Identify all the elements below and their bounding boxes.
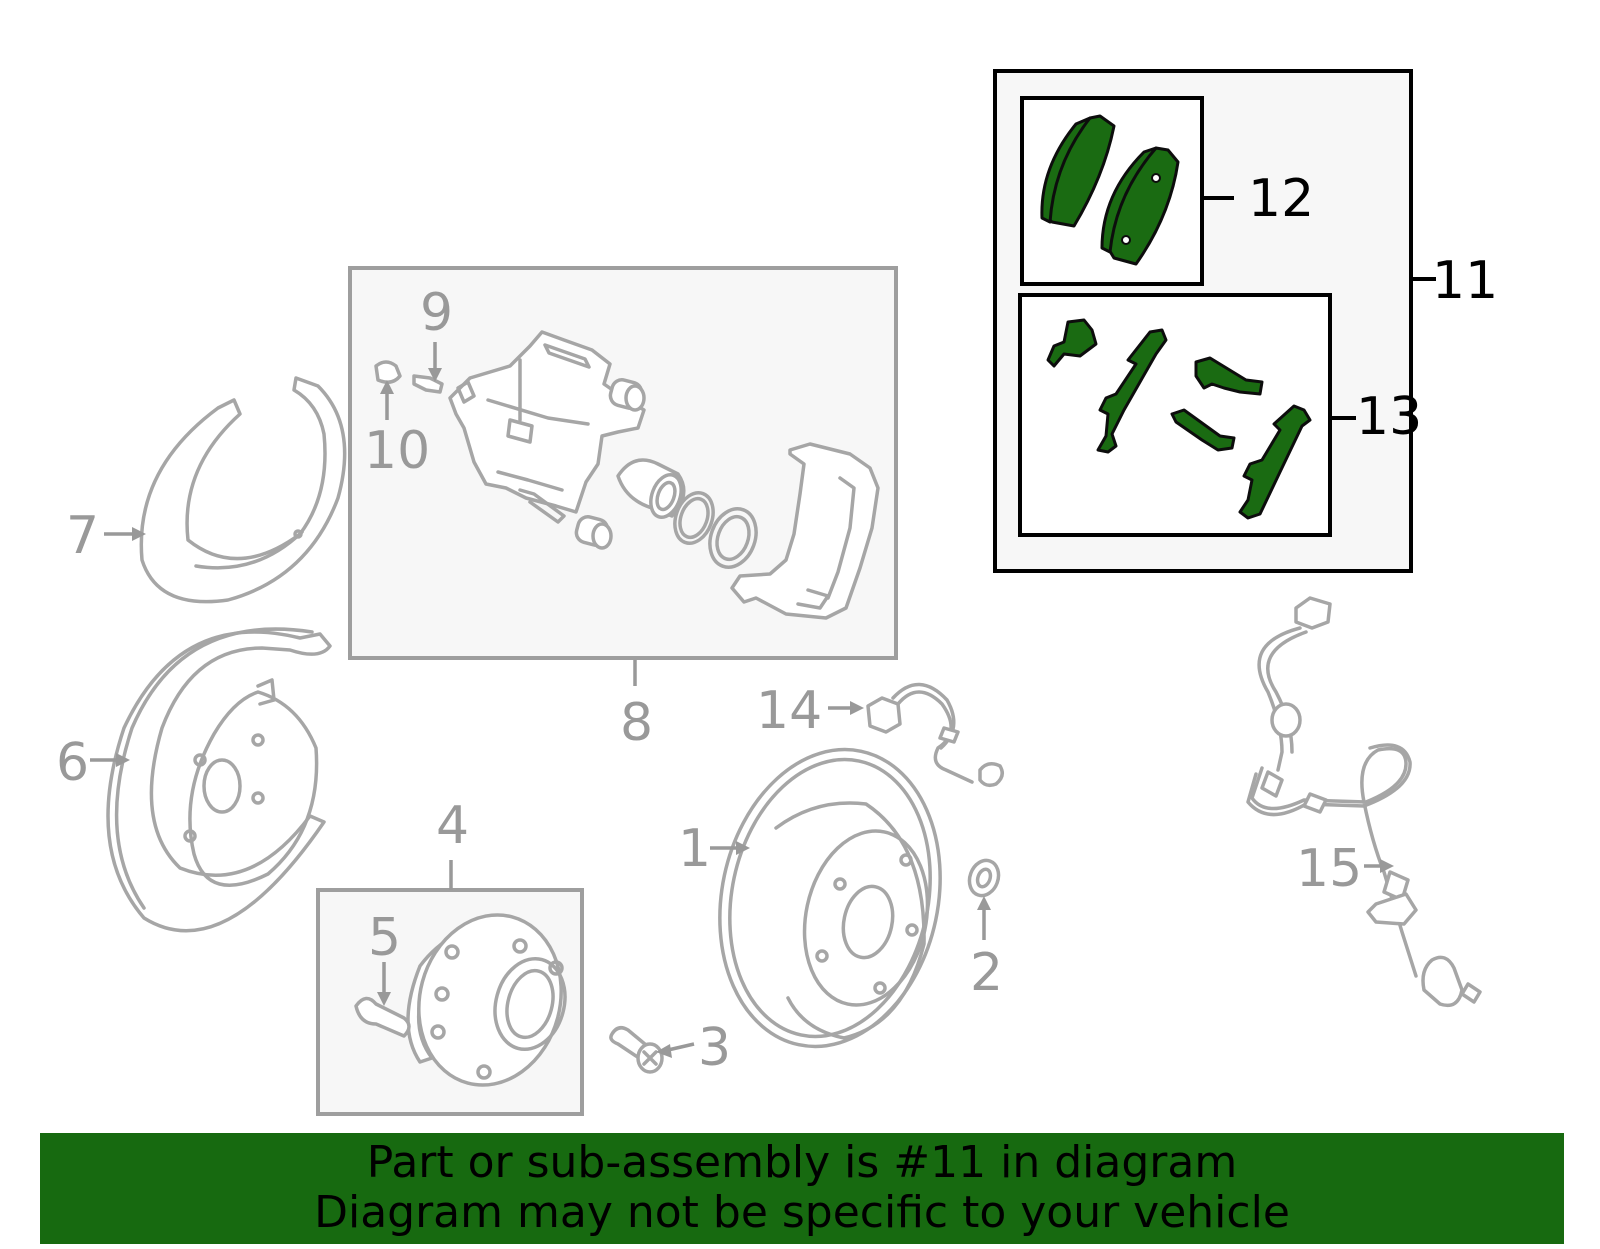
caliper-body <box>448 330 646 524</box>
callout-10: 10 <box>364 421 430 481</box>
banner-line-2: Diagram may not be specific to your vehi… <box>314 1187 1290 1238</box>
part-13-pad-hardware-clips <box>1046 318 1312 520</box>
callout-12: 12 <box>1248 169 1314 229</box>
callout-14: 14 <box>756 681 822 741</box>
caliper-piston <box>616 458 686 519</box>
info-banner: Part or sub-assembly is #11 in diagram D… <box>40 1133 1564 1244</box>
callout-2: 2 <box>970 943 1003 1003</box>
part-3-rotor-screw <box>609 1026 664 1074</box>
callout-6: 6 <box>56 733 89 793</box>
part-2-washer <box>967 858 1001 898</box>
callout-3: 3 <box>698 1018 731 1078</box>
callout-5: 5 <box>368 908 401 968</box>
piston-seal-inner <box>678 496 710 540</box>
part-5-hub-bolt <box>354 996 411 1038</box>
part-12-brake-pads <box>1040 114 1180 266</box>
dust-boot-inner <box>715 514 751 562</box>
part-14-wheel-speed-sensor <box>866 682 1004 788</box>
callout-8: 8 <box>620 693 653 753</box>
callout-7: 7 <box>66 506 99 566</box>
part-6-backing-plate <box>106 627 332 933</box>
caliper-bracket <box>730 442 880 620</box>
dust-boot <box>708 507 758 569</box>
callout-9: 9 <box>420 283 453 343</box>
part-10-bleeder-cap <box>374 360 402 384</box>
callout-1: 1 <box>678 819 711 879</box>
callout-4: 4 <box>436 796 469 856</box>
part-4-hub-bearing <box>406 913 567 1087</box>
part-7-parking-brake-shoe <box>139 376 347 604</box>
piston-seal <box>673 491 715 545</box>
guide-pin-boot-upper <box>608 378 646 412</box>
part-1-brake-rotor <box>718 747 942 1049</box>
callout-13: 13 <box>1356 387 1422 447</box>
callout-11: 11 <box>1432 251 1498 311</box>
guide-pin-boot-lower <box>574 515 613 550</box>
part-15-sensor-harness <box>1246 596 1482 1008</box>
part-9-bleeder-screw <box>412 374 444 394</box>
callout-15: 15 <box>1296 839 1362 899</box>
banner-line-1: Part or sub-assembly is #11 in diagram <box>366 1137 1238 1188</box>
